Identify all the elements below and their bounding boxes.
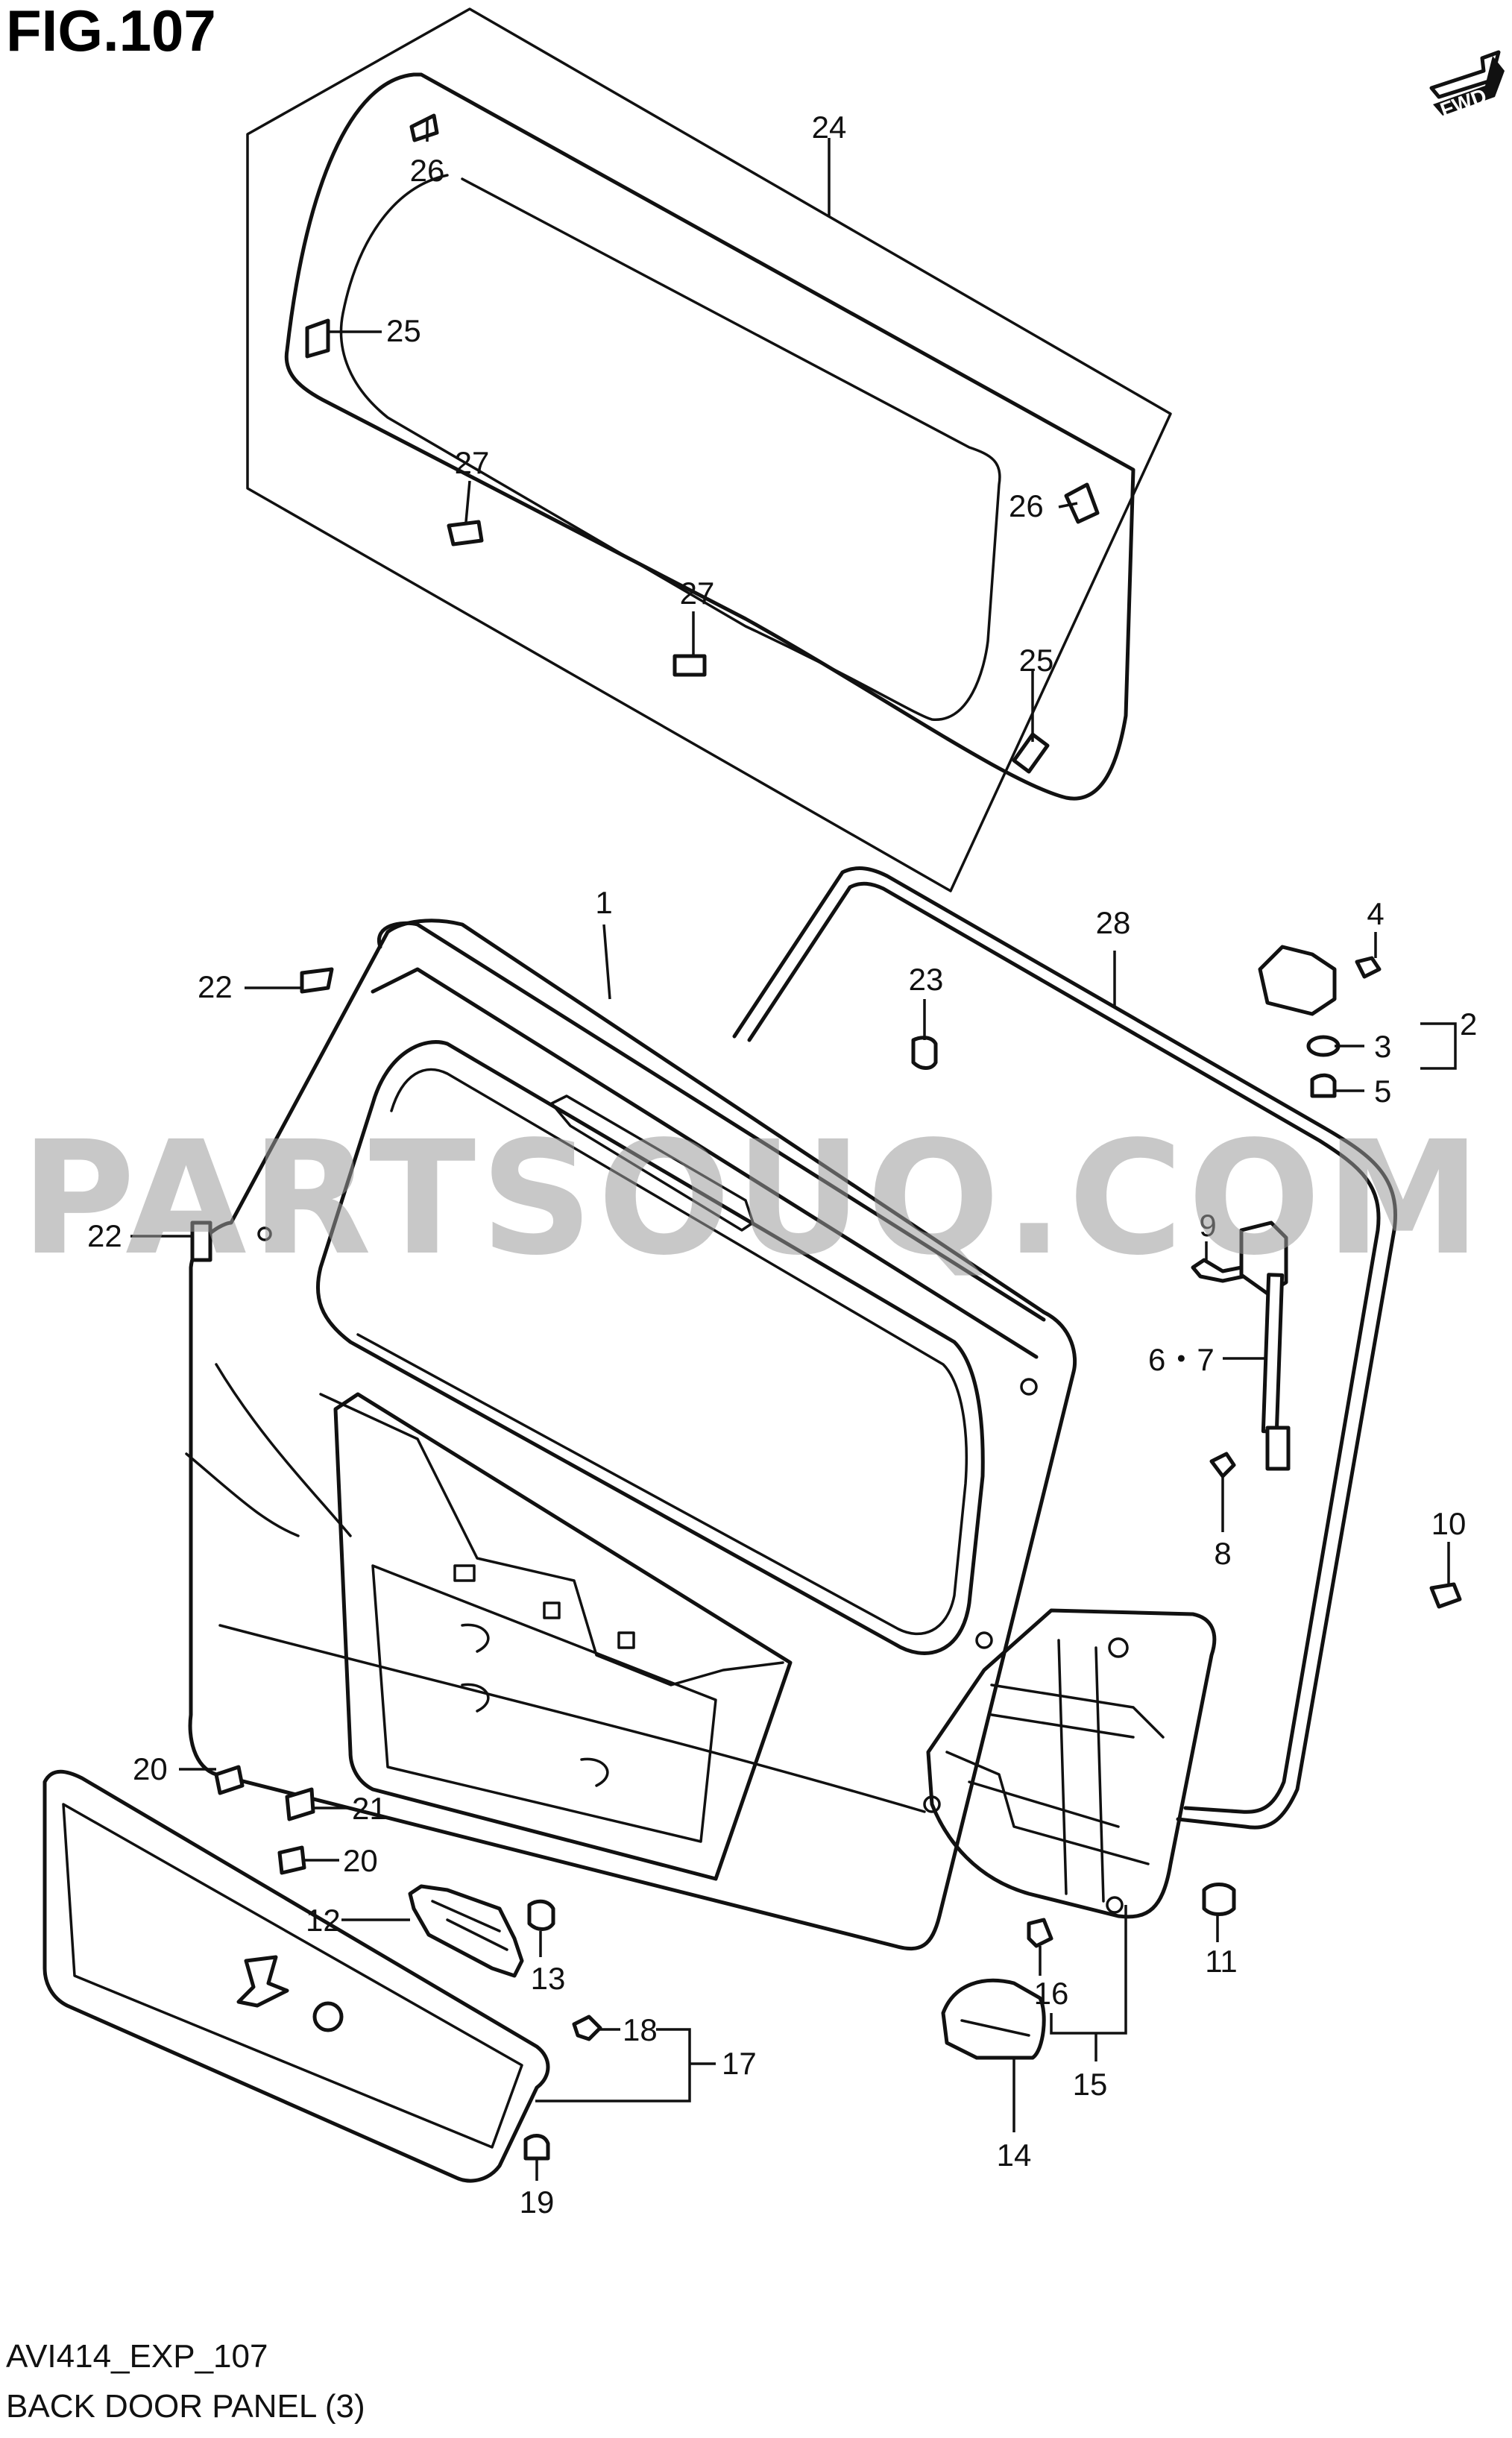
callout-4: 4 (1367, 896, 1384, 931)
washer-3 (1306, 1035, 1341, 1057)
callout-18: 18 (623, 2012, 658, 2047)
watermark: PARTSOUQ.COM (21, 1107, 1486, 1290)
clip-27a (447, 520, 484, 546)
clip-22a (300, 967, 334, 994)
callout-20-upper: 20 (133, 1751, 168, 1786)
callout-8: 8 (1214, 1536, 1231, 1571)
callout-27-left: 27 (455, 445, 490, 480)
callout-5: 5 (1374, 1074, 1391, 1109)
license-lamp-14 (941, 1978, 1046, 2060)
clip-26a (409, 113, 439, 142)
callout-21: 21 (352, 1791, 387, 1826)
tape-21 (285, 1787, 315, 1821)
callout-26-upper: 26 (410, 153, 445, 188)
ball-stud-8 (1209, 1452, 1236, 1478)
bumper-10 (1429, 1582, 1462, 1609)
back-door-garnish (42, 1769, 550, 2183)
callout-22-lower: 22 (87, 1218, 122, 1253)
fwd-arrow-icon: FWD (1429, 50, 1505, 122)
callout-17: 17 (722, 2046, 757, 2081)
callout-16: 16 (1034, 1976, 1069, 2011)
callout-20-lower: 20 (343, 1843, 378, 1878)
back-window-glass (246, 7, 1172, 892)
gas-stay-end (1265, 1426, 1291, 1471)
callout-9: 9 (1199, 1208, 1216, 1243)
callout-25-upper: 25 (386, 313, 421, 348)
cushion-11 (1202, 1883, 1236, 1916)
clip-16 (1027, 1918, 1053, 1948)
part-12-handle-switch (408, 1884, 524, 1978)
figure-code: AVI414_EXP_107 (6, 2338, 268, 2375)
clip-22b (190, 1220, 212, 1262)
callout-19: 19 (520, 2185, 555, 2220)
gas-stay-6-7 (1261, 1273, 1285, 1434)
suzuki-logo-icon (236, 1955, 289, 2008)
callout-2: 2 (1460, 1007, 1477, 1042)
callout-25-lower: 25 (1019, 643, 1054, 678)
small-parts (190, 945, 1462, 2161)
hinge-2 (1258, 945, 1337, 1016)
bolt-4 (1355, 956, 1382, 979)
clip-18 (572, 2015, 602, 2041)
grommet-23 (911, 1036, 938, 1070)
grommet-13 (527, 1899, 555, 1931)
callout-1: 1 (595, 885, 612, 920)
callout-12: 12 (306, 1903, 341, 1938)
callout-6-7: 6・7 (1148, 1342, 1215, 1377)
figure-title: FIG.107 (6, 0, 216, 63)
clip-26b (1064, 482, 1100, 524)
callout-14: 14 (997, 2138, 1032, 2173)
back-door-trim (923, 1608, 1217, 1919)
back-door-panel (185, 919, 1077, 1951)
callout-24: 24 (812, 110, 847, 145)
callout-11: 11 (1205, 1944, 1238, 1979)
tape-20b (277, 1845, 306, 1875)
figure-subtitle: BACK DOOR PANEL (3) (6, 2388, 365, 2425)
clip-27b (672, 654, 707, 677)
leader-lines (130, 119, 1457, 2181)
callout-26-lower: 26 (1009, 488, 1044, 523)
nut-5 (1310, 1073, 1337, 1098)
callout-22-upper: 22 (198, 969, 233, 1004)
clip-25b (1012, 732, 1050, 774)
callout-28: 28 (1096, 905, 1131, 940)
callout-13: 13 (531, 1961, 566, 1996)
callout-10: 10 (1431, 1506, 1467, 1541)
nut-19 (523, 2134, 550, 2161)
callout-labels: 24 26 25 26 25 27 27 1 28 22 22 23 4 3 2… (87, 110, 1477, 2220)
clip-25a (305, 318, 330, 359)
callout-23: 23 (909, 962, 944, 997)
weatherstrip-28 (732, 866, 1397, 1830)
callout-3: 3 (1374, 1029, 1391, 1064)
callout-15: 15 (1073, 2067, 1108, 2102)
tape-20a (214, 1765, 245, 1795)
callout-27-right: 27 (680, 576, 715, 611)
